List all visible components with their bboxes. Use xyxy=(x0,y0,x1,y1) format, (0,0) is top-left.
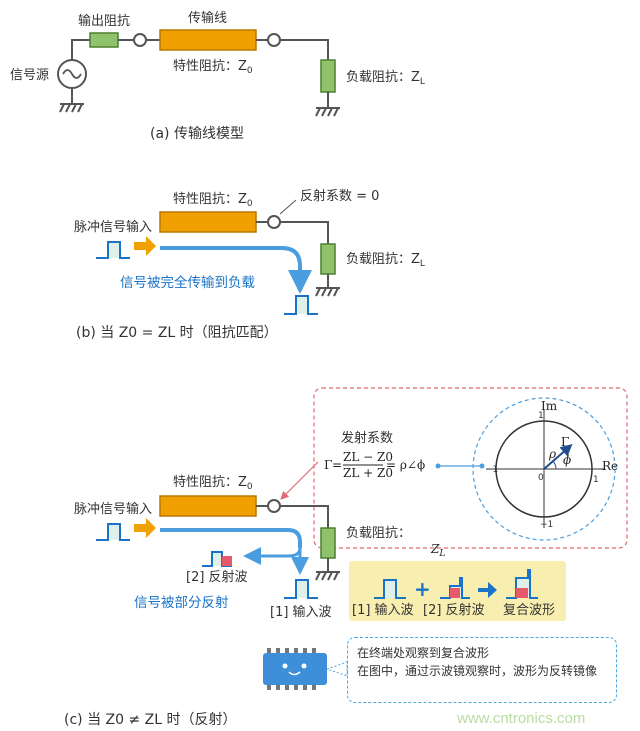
legend-reflect-label: [2] 反射波 xyxy=(423,602,485,618)
orange-arrow-icon xyxy=(134,518,156,538)
transmission-line xyxy=(159,495,257,517)
pulse-icon xyxy=(96,523,130,541)
svg-text:特性阻抗：Z0: 特性阻抗：Z0 xyxy=(173,475,253,492)
formula-denominator: ZL + Z0 xyxy=(343,466,393,480)
subscript: 0 xyxy=(247,199,253,209)
note-line: 在图中，通过示波镜观察时，波形为反转镜像 xyxy=(357,664,598,678)
axis-re-label: Re xyxy=(602,459,618,473)
char-impedance-label: 特性阻抗：Z xyxy=(173,192,247,207)
oscilloscope-chip-icon xyxy=(263,648,327,690)
subscript: L xyxy=(438,549,445,559)
svg-text:ZL: ZL xyxy=(430,542,445,559)
result-arrow-icon xyxy=(478,582,497,598)
formula-numerator: ZL − Z0 xyxy=(343,450,393,464)
load-label: 负载阻抗： xyxy=(346,526,411,541)
ground-icon xyxy=(59,103,84,113)
terminal-node xyxy=(267,499,281,513)
line-label: 传输线 xyxy=(188,10,227,26)
transmission-line xyxy=(159,211,257,233)
pulse-input-label: 脉冲信号输入 xyxy=(74,501,152,517)
ground-icon xyxy=(315,107,340,117)
svg-text:特性阻抗：Z0: 特性阻抗：Z0 xyxy=(173,59,253,76)
subscript: L xyxy=(420,259,425,269)
pointer-arrow xyxy=(280,461,319,500)
reflection-coef-label: 反射系数 = 0 xyxy=(300,188,379,204)
note-callout: 在终端处观察到复合波形 在图中，通过示波镜观察时，波形为反转镜像 xyxy=(347,637,617,703)
load-resistor xyxy=(320,527,336,559)
load-label: 负载阻抗：Z xyxy=(346,252,420,267)
tick-label: −1 xyxy=(540,520,553,530)
load-label: 负载阻抗：Z xyxy=(346,70,420,85)
legend-input-label: [1] 输入波 xyxy=(352,602,414,618)
orange-arrow-icon xyxy=(134,236,156,256)
dashed-callout xyxy=(313,387,628,549)
svg-text:负载阻抗：ZL: 负载阻抗：ZL xyxy=(346,70,425,87)
load-resistor xyxy=(320,243,336,275)
emission-coef-label: 发射系数 xyxy=(341,430,393,446)
reflect-arrow xyxy=(243,547,302,565)
legend-composite-label: 复合波形 xyxy=(503,603,555,618)
subscript: 0 xyxy=(247,482,253,492)
ground-icon xyxy=(315,287,340,297)
caption-a: (a) 传输线模型 xyxy=(150,126,244,142)
flow-arrow xyxy=(160,528,302,548)
char-impedance-label: 特性阻抗：Z xyxy=(173,475,247,490)
formula-rhs: = ρ∠ϕ xyxy=(386,458,425,472)
subscript: L xyxy=(420,77,425,87)
load-resistor xyxy=(320,59,336,93)
svg-text:负载阻抗：ZL: 负载阻抗：ZL xyxy=(346,252,425,269)
gamma-symbol: Γ xyxy=(324,458,332,472)
watermark: www.cntronics.com xyxy=(456,710,585,727)
plus-icon: + xyxy=(414,577,431,601)
pulse-input-label: 脉冲信号输入 xyxy=(74,219,152,235)
reflected-pulse-icon xyxy=(202,551,232,567)
svg-text:Im: Im xyxy=(541,399,558,413)
ground-icon xyxy=(315,571,340,581)
gamma-symbol: Γ xyxy=(561,435,569,449)
terminal-node xyxy=(267,33,281,47)
rho-symbol: ρ xyxy=(548,447,556,461)
output-impedance-label: 输出阻抗 xyxy=(78,13,130,29)
output-resistor xyxy=(89,32,119,48)
fully-transmitted-label: 信号被完全传输到负载 xyxy=(120,274,255,291)
phi-symbol: ϕ xyxy=(563,453,571,467)
diagram-c: Im Re 1 −1 1 −1 0 Γ ρ ϕ 发射系数 Γ = ZL − Z0… xyxy=(64,387,628,728)
tick-label: 1 xyxy=(538,411,544,421)
tick-label: −1 xyxy=(485,465,498,475)
diagram-a: 输出阻抗 传输线 特性阻抗：Z0 信号源 负载阻抗：ZL (a) 传输线模型 xyxy=(10,10,425,142)
terminal-node xyxy=(267,215,281,229)
flow-arrow xyxy=(160,246,312,294)
gamma-vector xyxy=(543,444,573,470)
caption-c: (c) 当 Z0 ≠ ZL 时（反射） xyxy=(64,712,237,728)
svg-text:特性阻抗：Z0: 特性阻抗：Z0 xyxy=(173,192,253,209)
tick-label: 1 xyxy=(593,475,599,485)
pulse-icon xyxy=(284,579,318,599)
reflected-wave-label: [2] 反射波 xyxy=(186,569,248,585)
subscript: 0 xyxy=(247,66,253,76)
terminal-node xyxy=(133,33,147,47)
partially-reflected-label: 信号被部分反射 xyxy=(134,595,229,611)
caption-b: (b) 当 Z0 = ZL 时（阻抗匹配） xyxy=(76,325,278,341)
pulse-icon xyxy=(96,241,130,259)
origin-label: 0 xyxy=(538,473,544,483)
svg-text:=: = xyxy=(332,458,342,472)
load-symbol: Z xyxy=(430,542,440,556)
axis-im-label: Im xyxy=(541,399,558,413)
input-wave-label: [1] 输入波 xyxy=(270,604,332,620)
transmission-line xyxy=(159,29,257,51)
pulse-icon xyxy=(284,295,318,315)
diagram-b: 反射系数 = 0 特性阻抗：Z0 脉冲信号输入 信号被完全传输到负载 负载阻抗：… xyxy=(74,188,425,341)
note-line: 在终端处观察到复合波形 xyxy=(357,646,490,660)
source-label: 信号源 xyxy=(10,68,49,83)
char-impedance-label: 特性阻抗：Z xyxy=(173,59,247,74)
